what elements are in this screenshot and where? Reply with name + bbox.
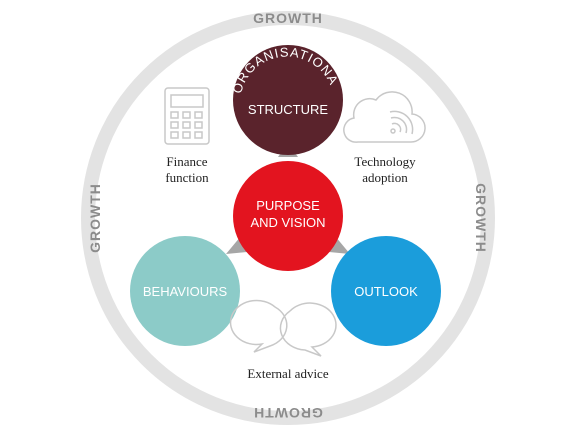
growth-ring <box>81 11 495 425</box>
node-behaviours: BEHAVIOURS <box>130 236 240 346</box>
ring-label-left: GROWTH <box>87 183 103 253</box>
calculator-icon <box>164 87 210 145</box>
advice-caption: External advice <box>247 366 328 381</box>
behaviours-label: BEHAVIOURS <box>143 284 228 299</box>
outlook-circle <box>331 236 441 346</box>
finance-caption-line2: function <box>165 170 209 185</box>
organisational-circle <box>233 45 343 155</box>
purpose-circle <box>233 161 343 271</box>
cloud-icon <box>343 91 426 143</box>
technology-caption-line1: Technology <box>354 154 416 169</box>
speech-bubbles-icon <box>229 299 337 357</box>
purpose-label-line1: PURPOSE <box>256 198 320 213</box>
ring-label-top: GROWTH <box>253 10 323 26</box>
technology-caption-line2: adoption <box>362 170 408 185</box>
ring-label-bottom: GROWTH <box>253 405 323 421</box>
node-outlook: OUTLOOK <box>331 236 441 346</box>
structure-label: STRUCTURE <box>248 102 328 117</box>
ring-label-right: GROWTH <box>473 183 489 253</box>
purpose-label-line2: AND VISION <box>250 215 325 230</box>
behaviours-circle <box>130 236 240 346</box>
node-purpose-vision: PURPOSE AND VISION <box>233 161 343 271</box>
finance-caption-line1: Finance <box>166 154 207 169</box>
outlook-label: OUTLOOK <box>354 284 418 299</box>
